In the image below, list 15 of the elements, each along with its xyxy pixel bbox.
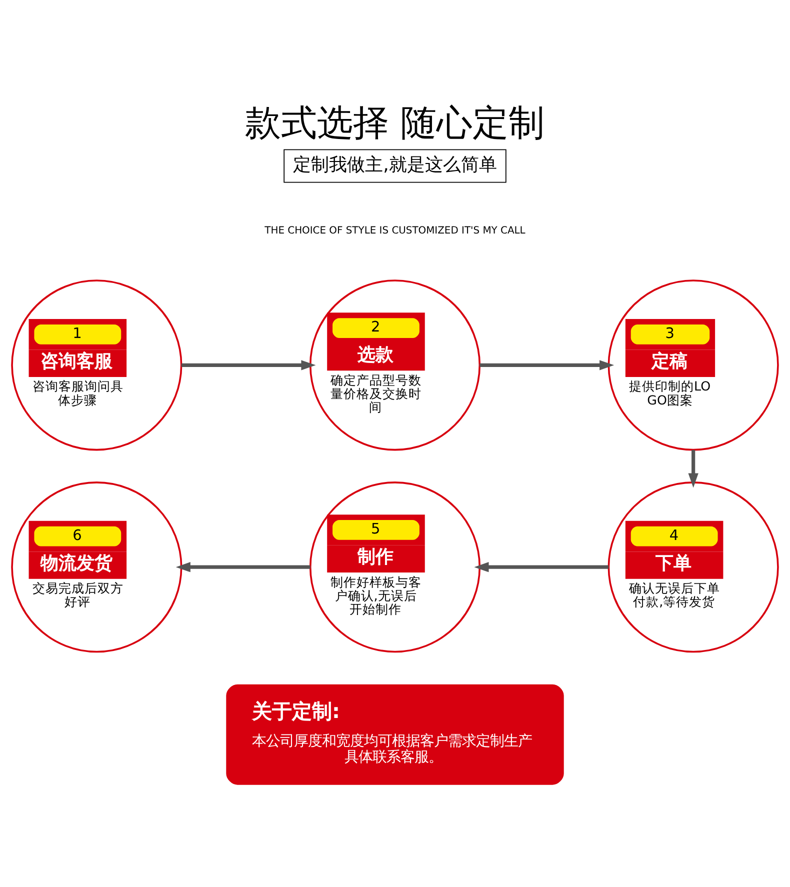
diagram-title: 款式选择 随心定制 bbox=[245, 101, 545, 144]
node-circle: 4 下单 确认无误后下单付款,等待发货 bbox=[608, 482, 779, 653]
arrow bbox=[181, 360, 316, 370]
node-circle: 5 制作 制作好样板与客户确认,无误后开始制作 bbox=[309, 482, 481, 653]
arrow bbox=[480, 360, 614, 370]
node-circle: 6 物流发货 交易完成后双方好评 bbox=[11, 482, 182, 653]
node-circle: 2 选款 确定产品型号数量价格及交换时间 bbox=[309, 280, 481, 451]
label: 定制我做主,就是这么简单 bbox=[293, 154, 497, 176]
node-circle: 3 定稿 提供印制的LOGO图案 bbox=[608, 280, 779, 451]
node-circle: 1 咨询客服 咨询客服询问具体步骤 bbox=[11, 280, 182, 451]
label: THE CHOICE OF STYLE IS CUSTOMIZED IT'S MY CALL bbox=[264, 226, 526, 237]
arrow bbox=[474, 562, 609, 572]
node-box: 关于定制: 本公司厚度和宽度均可根据客户需求定制生产具体联系客服。 bbox=[226, 684, 564, 785]
arrow bbox=[176, 562, 310, 572]
arrow bbox=[688, 450, 698, 488]
